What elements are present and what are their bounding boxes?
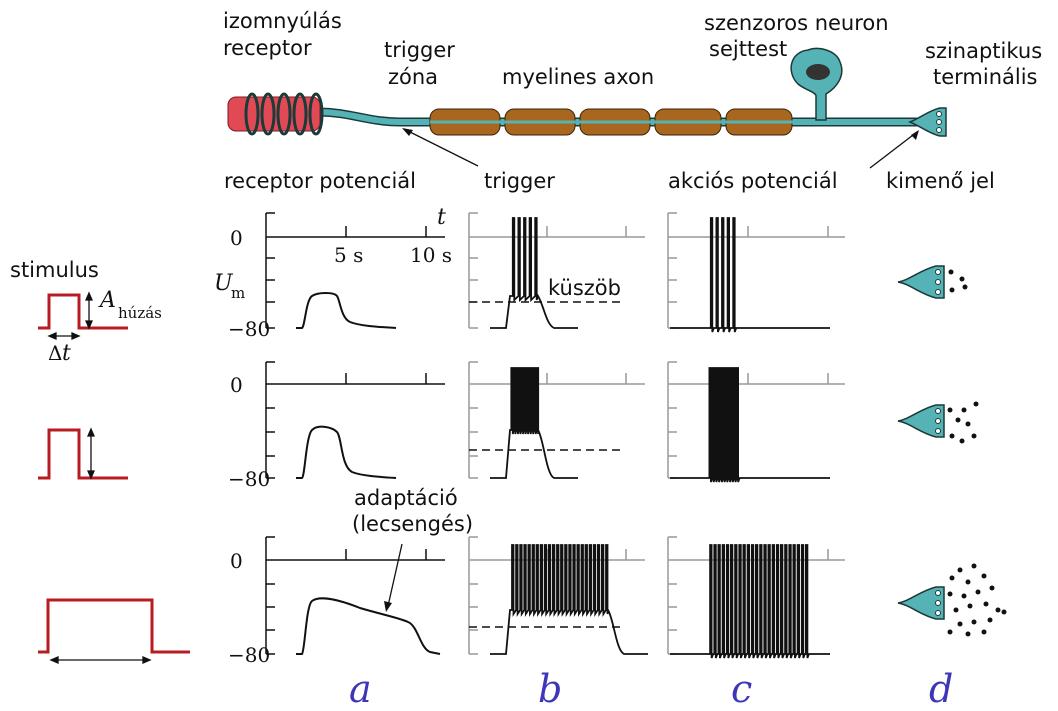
dt-delta: Δ — [48, 341, 62, 365]
receptor-label-2: receptor — [223, 36, 312, 60]
panel-label-b: b — [538, 667, 562, 711]
terminal-row2 — [897, 401, 979, 444]
receptor-coils — [244, 92, 324, 136]
output-signal-label: kimenő jel — [886, 169, 995, 193]
adaptation-arrow — [387, 543, 403, 607]
action-potential-traces — [670, 217, 830, 659]
amplitude-symbol: A — [98, 288, 116, 313]
axis-zero-row2: 0 — [230, 373, 243, 397]
threshold-label: küszöb — [548, 276, 621, 300]
stimulus-pulse-medium — [38, 428, 128, 480]
axis-10s: 10 s — [410, 243, 452, 267]
terminal-label-1: szinaptikus — [925, 39, 1042, 63]
axis-t-label: t — [437, 205, 446, 230]
trigger-label: trigger — [484, 169, 555, 193]
pointer-arrows — [403, 128, 918, 169]
amplitude-subscript: húzás — [118, 304, 162, 322]
axis-um-label: U — [214, 271, 234, 296]
trigger-zone-label-2: zóna — [388, 65, 438, 89]
axon — [317, 109, 930, 125]
trigger-zone-label-1: trigger — [384, 38, 455, 62]
axis-minus80-row1: −80 — [228, 317, 270, 341]
axis-zero-row1: 0 — [230, 226, 243, 250]
axis-minus80-row2: −80 — [228, 467, 270, 491]
soma-label-2: sejttest — [709, 37, 787, 61]
stimulus-arrows — [47, 291, 152, 664]
myelin-label: myelines axon — [502, 65, 654, 89]
terminal-label-2: terminális — [933, 65, 1038, 89]
panel-label-c: c — [731, 667, 752, 711]
trigger-zone-traces — [490, 217, 648, 655]
adaptation-label-1: adaptáció — [354, 486, 458, 510]
neuron-illustration — [227, 47, 947, 169]
terminal-row1 — [897, 265, 968, 299]
neuron-soma — [790, 47, 843, 121]
action-potential-label: akciós potenciál — [668, 169, 838, 193]
receptor-potential-label: receptor potenciál — [224, 169, 416, 193]
stimulus-pulse-short — [38, 293, 128, 330]
receptor-label-1: izomnyúlás — [223, 9, 342, 33]
panel-label-a: a — [349, 667, 372, 711]
axis-5s: 5 s — [334, 243, 363, 267]
column-a-labels: 0 −80 5 s 10 s t U m 0 −80 0 −80 adaptác… — [214, 205, 473, 667]
column-a-axes — [265, 212, 445, 655]
soma-label-1: szenzoros neuron — [704, 11, 889, 35]
receptor-potential-traces — [296, 292, 441, 655]
soma-nucleus — [806, 64, 830, 80]
axis-zero-row3: 0 — [230, 549, 243, 573]
threshold-lines — [469, 301, 625, 628]
terminal-row3 — [897, 563, 1007, 637]
output-terminals — [897, 265, 1007, 637]
dt-var: t — [62, 341, 71, 366]
axis-um-subscript: m — [231, 284, 245, 302]
axis-minus80-row3: −80 — [228, 643, 270, 667]
stimulus-traces — [38, 293, 190, 654]
adaptation-label-2: (lecsengés) — [352, 512, 473, 536]
panel-label-d: d — [929, 667, 953, 711]
column-c-axes — [667, 212, 845, 655]
stimulus-title: stimulus — [10, 258, 99, 282]
stimulus-pulse-long — [38, 598, 190, 654]
